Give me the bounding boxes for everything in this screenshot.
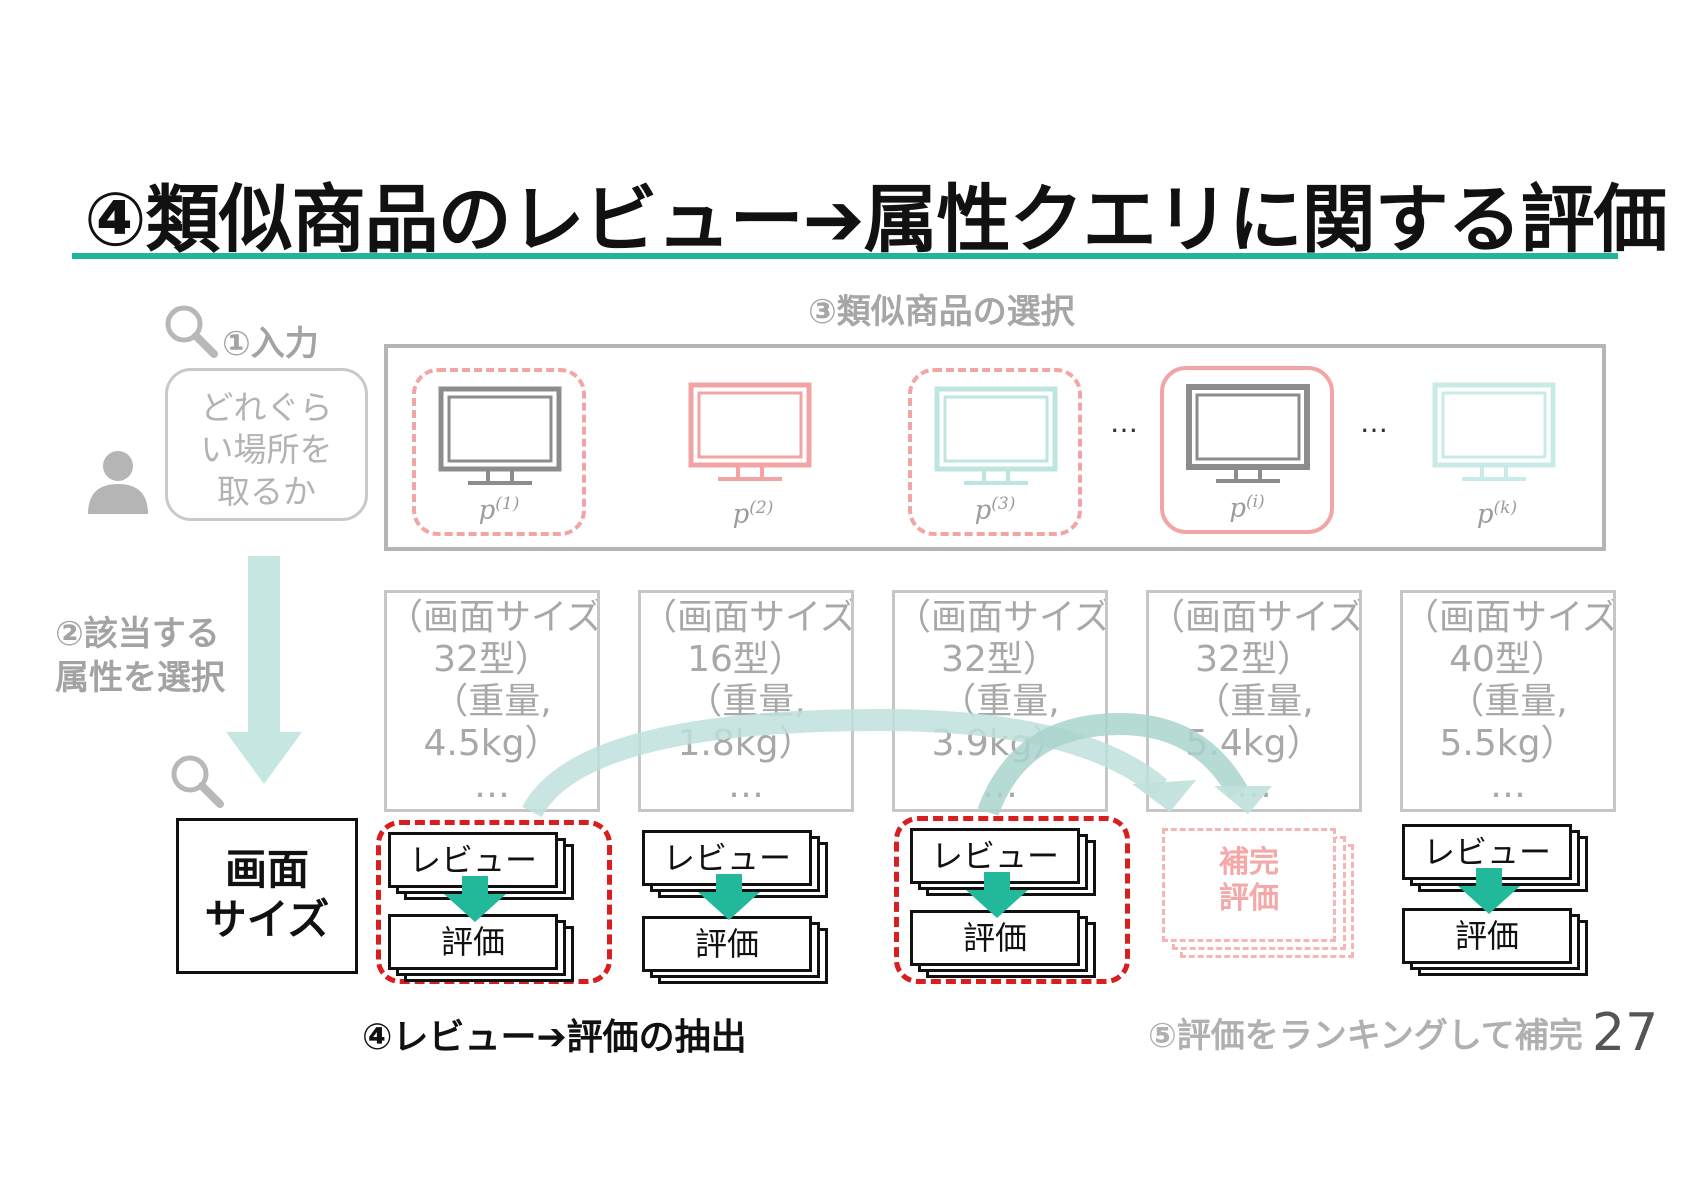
- complement-line: 補完: [1219, 845, 1279, 880]
- attribute-line: 5.5kg）: [1439, 723, 1577, 764]
- evaluation-doc: 評価: [1402, 908, 1572, 964]
- query-line: どれぐら: [200, 388, 333, 427]
- attribute-box: （画面サイズ, 16型） （重量, 1.8kg） …: [638, 590, 854, 812]
- down-arrow-icon: [1458, 868, 1520, 914]
- product-label: p(i): [1164, 492, 1330, 524]
- select-attribute-line: 属性を選択: [55, 658, 225, 698]
- monitor-icon: [438, 386, 562, 485]
- attribute-line: （重量,: [1194, 681, 1314, 722]
- selected-attribute-box: 画面 サイズ: [176, 818, 358, 974]
- attribute-line: 32型）: [1195, 639, 1313, 680]
- query-line: い場所を: [200, 430, 333, 469]
- attribute-line: （重量,: [432, 681, 552, 722]
- attribute-line: （画面サイズ,: [387, 597, 600, 638]
- attribute-line: （画面サイズ,: [1403, 597, 1616, 638]
- product-label: p(k): [1410, 498, 1584, 530]
- curved-arrows: [522, 708, 1272, 818]
- query-bubble: どれぐら い場所を 取るか: [165, 368, 368, 521]
- attribute-line: （重量,: [1448, 681, 1568, 722]
- attribute-line: 4.5kg）: [423, 723, 561, 764]
- page-number: 27: [1592, 1003, 1659, 1063]
- product-index: (1): [495, 494, 520, 515]
- product-item: p(i): [1160, 366, 1334, 534]
- complement-label: ⑤評価をランキングして補完: [1148, 1016, 1583, 1056]
- slide-title: ④類似商品のレビュー➔属性クエリに関する評価: [84, 177, 1668, 263]
- input-label: ①入力: [222, 324, 319, 364]
- attribute-line: …: [728, 765, 764, 806]
- product-index: (i): [1245, 492, 1265, 513]
- attribute-line: …: [1490, 765, 1526, 806]
- product-label: p(1): [416, 494, 582, 526]
- user-icon: [88, 451, 148, 514]
- down-arrow-icon: [226, 556, 302, 784]
- product-index: (3): [991, 494, 1016, 515]
- product-label: p(3): [912, 494, 1078, 526]
- query-line: 取るか: [217, 472, 316, 511]
- search-icon: [165, 305, 218, 358]
- attribute-line: …: [474, 765, 510, 806]
- product-symbol: p: [974, 496, 992, 526]
- product-index: (k): [1493, 498, 1518, 519]
- product-item: p(1): [412, 368, 586, 536]
- down-arrow-icon: [698, 874, 760, 920]
- product-symbol: p: [1476, 500, 1494, 530]
- monitor-icon: [934, 386, 1058, 485]
- select-attribute-line: ②該当する: [55, 614, 220, 654]
- product-label: p(2): [666, 498, 840, 530]
- monitor-icon: [1186, 384, 1310, 483]
- selected-attribute-line: サイズ: [204, 895, 330, 944]
- product-symbol: p: [732, 500, 750, 530]
- down-arrow-icon: [444, 876, 506, 922]
- attribute-line: （画面サイズ,: [641, 597, 854, 638]
- search-icon: [171, 755, 224, 808]
- monitor-icon: [1432, 382, 1556, 481]
- attribute-box: （画面サイズ, 32型） （重量, 4.5kg） …: [384, 590, 600, 812]
- attribute-line: 40型）: [1449, 639, 1567, 680]
- attribute-line: 32型）: [941, 639, 1059, 680]
- complement-evaluation-doc: 補完 評価: [1162, 828, 1336, 942]
- attribute-line: （画面サイズ,: [895, 597, 1108, 638]
- extract-label: ④レビュー➔評価の抽出: [362, 1017, 747, 1058]
- product-symbol: p: [1229, 494, 1246, 524]
- complement-line: 評価: [1219, 881, 1279, 916]
- attribute-line: 32型）: [433, 639, 551, 680]
- product-item: p(k): [1410, 368, 1584, 536]
- ellipsis: …: [1360, 406, 1388, 439]
- attribute-line: （画面サイズ,: [1149, 597, 1362, 638]
- title-underline: [72, 253, 1618, 259]
- selected-attribute-line: 画面: [224, 845, 309, 894]
- monitor-icon: [688, 382, 812, 481]
- product-item: p(2): [666, 368, 840, 536]
- ellipsis: …: [1110, 406, 1138, 439]
- attribute-box: （画面サイズ, 40型） （重量, 5.5kg） …: [1400, 590, 1616, 812]
- product-item: p(3): [908, 368, 1082, 536]
- similar-products-panel: p(1) p(2) p(3) … p(i): [384, 344, 1606, 551]
- evaluation-doc: 評価: [642, 916, 812, 972]
- attribute-box: （画面サイズ, 32型） （重量, 3.9kg） …: [892, 590, 1108, 812]
- similar-products-label: ③類似商品の選択: [808, 292, 1075, 332]
- extracted-group: [894, 816, 1130, 984]
- down-arrow-icon: [966, 872, 1028, 918]
- evaluation-doc: 評価: [910, 910, 1080, 966]
- attribute-line: 16型）: [687, 639, 805, 680]
- select-attribute-label: ②該当する 属性を選択: [55, 612, 225, 700]
- product-index: (2): [749, 498, 774, 519]
- product-symbol: p: [478, 496, 496, 526]
